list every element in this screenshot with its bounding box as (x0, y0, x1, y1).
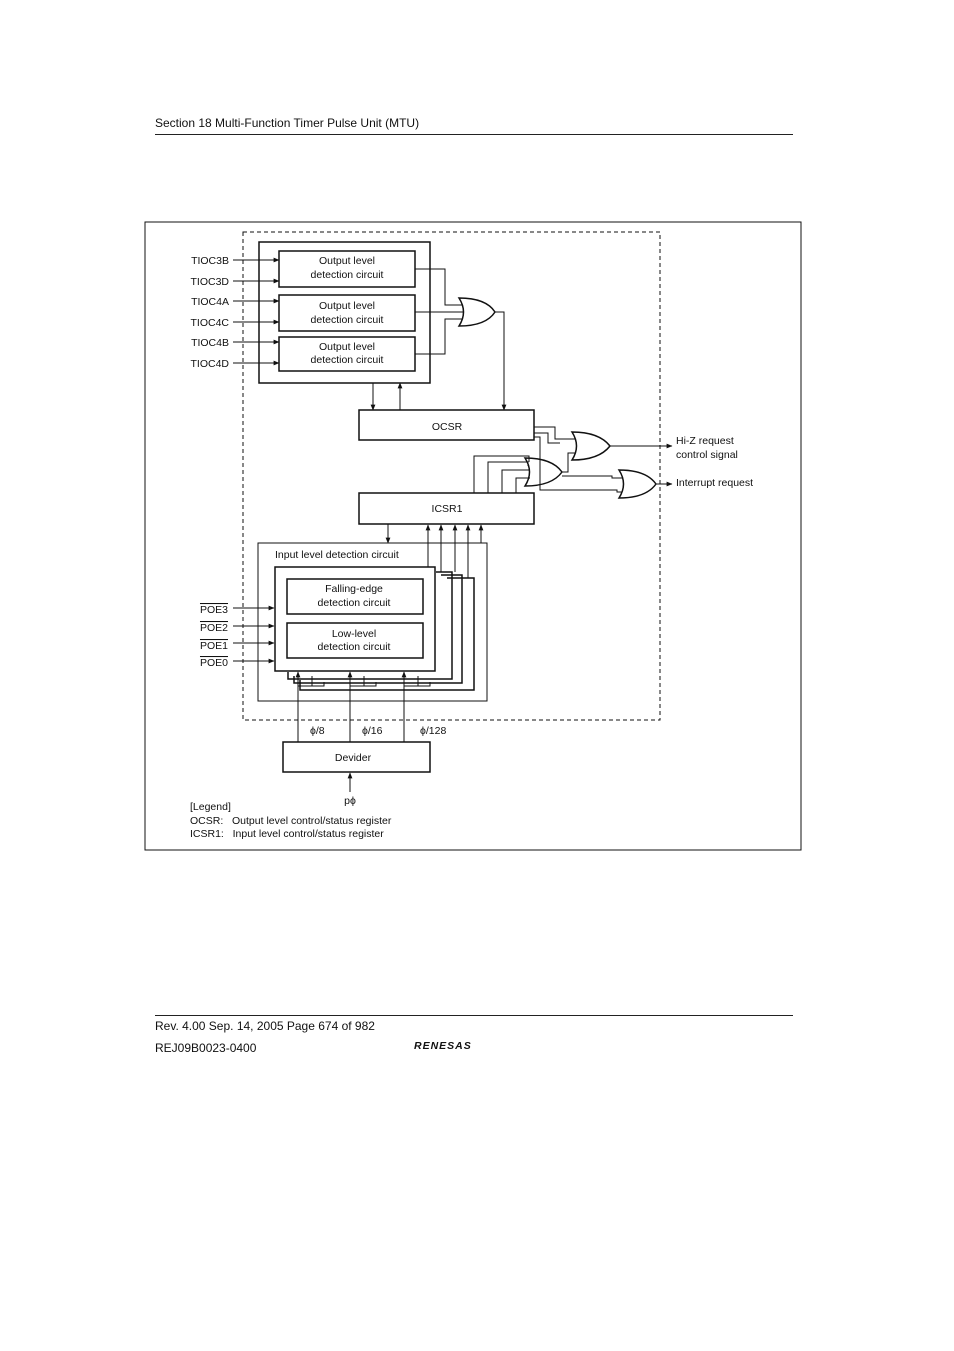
icsr1-label: ICSR1 (432, 503, 463, 515)
poe-arrows (233, 605, 275, 664)
header-rule (155, 134, 793, 135)
divider-block (282, 741, 431, 773)
poe-label-2: POE1 (200, 640, 228, 652)
section-header: Section 18 Multi-Function Timer Pulse Un… (155, 116, 420, 130)
ocsr-register (358, 409, 535, 441)
ocsr-label: OCSR (432, 421, 463, 433)
hiz-label-1: Hi-Z request (676, 435, 734, 447)
olc3-line1: Output level (319, 341, 375, 353)
stacked-frames (287, 571, 475, 691)
hiz-label-2: control signal (676, 449, 738, 461)
input-detection-front (274, 566, 436, 672)
footer-revision: Rev. 4.00 Sep. 14, 2005 Page 674 of 982 (155, 1019, 375, 1033)
clock-tap-2: ϕ/128 (420, 725, 446, 737)
clock-in-label: pϕ (344, 795, 356, 807)
legend-ocsr: OCSR: Output level control/status regist… (190, 815, 392, 827)
or-gate-hiz (570, 431, 611, 461)
or1-to-ocsr (495, 311, 507, 411)
footer-doc-number: REJ09B0023-0400 (155, 1041, 257, 1055)
olc3-line2: detection circuit (311, 354, 384, 366)
or-gate-interrupt (617, 469, 657, 499)
legend-title: [Legend] (190, 801, 231, 813)
input-level-title: Input level detection circuit (275, 549, 399, 561)
falling-edge-line2: detection circuit (318, 597, 391, 609)
poe-label-3: POE0 (200, 657, 228, 669)
tioc-arrows (233, 257, 280, 366)
interrupt-label: Interrupt request (676, 477, 753, 489)
low-level-circuit (286, 622, 424, 659)
figure-frame (144, 221, 802, 851)
legend-icsr1: ICSR1: Input level control/status regist… (190, 828, 384, 840)
clock-tap-0: ϕ/8 (310, 725, 325, 737)
olc-to-or-wires (415, 268, 465, 355)
input-level-outer (257, 542, 488, 702)
icsr1-register (358, 492, 535, 525)
low-level-line2: detection circuit (318, 641, 391, 653)
tioc-label-2: TIOC4A (191, 296, 229, 308)
tioc-label-3: TIOC4C (190, 317, 229, 329)
olc1-line1: Output level (319, 255, 375, 267)
tioc-label-1: TIOC3D (190, 276, 229, 288)
or-gate-icsr (523, 457, 563, 487)
tioc-label-4: TIOC4B (191, 337, 229, 349)
or-gate-1 (457, 297, 496, 327)
olc2-line2: detection circuit (311, 314, 384, 326)
input-to-icsr-arrows (425, 524, 484, 578)
divider-label: Devider (335, 752, 372, 764)
footer-rule (155, 1015, 793, 1016)
olc1-line2: detection circuit (311, 269, 384, 281)
renesas-logo: RENESAS (414, 1040, 472, 1052)
module-boundary (242, 231, 661, 721)
clock-tap-wires (295, 671, 431, 742)
falling-edge-circuit (286, 578, 424, 615)
olc2-line1: Output level (319, 300, 375, 312)
falling-edge-line1: Falling-edge (325, 583, 383, 595)
clock-tap-1: ϕ/16 (362, 725, 383, 737)
poe-label-0: POE3 (200, 604, 228, 616)
low-level-line1: Low-level (332, 628, 376, 640)
output-level-circuit-2 (278, 294, 416, 332)
logic-wires (473, 426, 623, 493)
renesas-logo-wordmark: RENESAS (414, 1040, 472, 1052)
tioc-label-5: TIOC4D (190, 358, 229, 370)
tioc-label-0: TIOC3B (191, 255, 229, 267)
poe-label-1: POE2 (200, 622, 228, 634)
